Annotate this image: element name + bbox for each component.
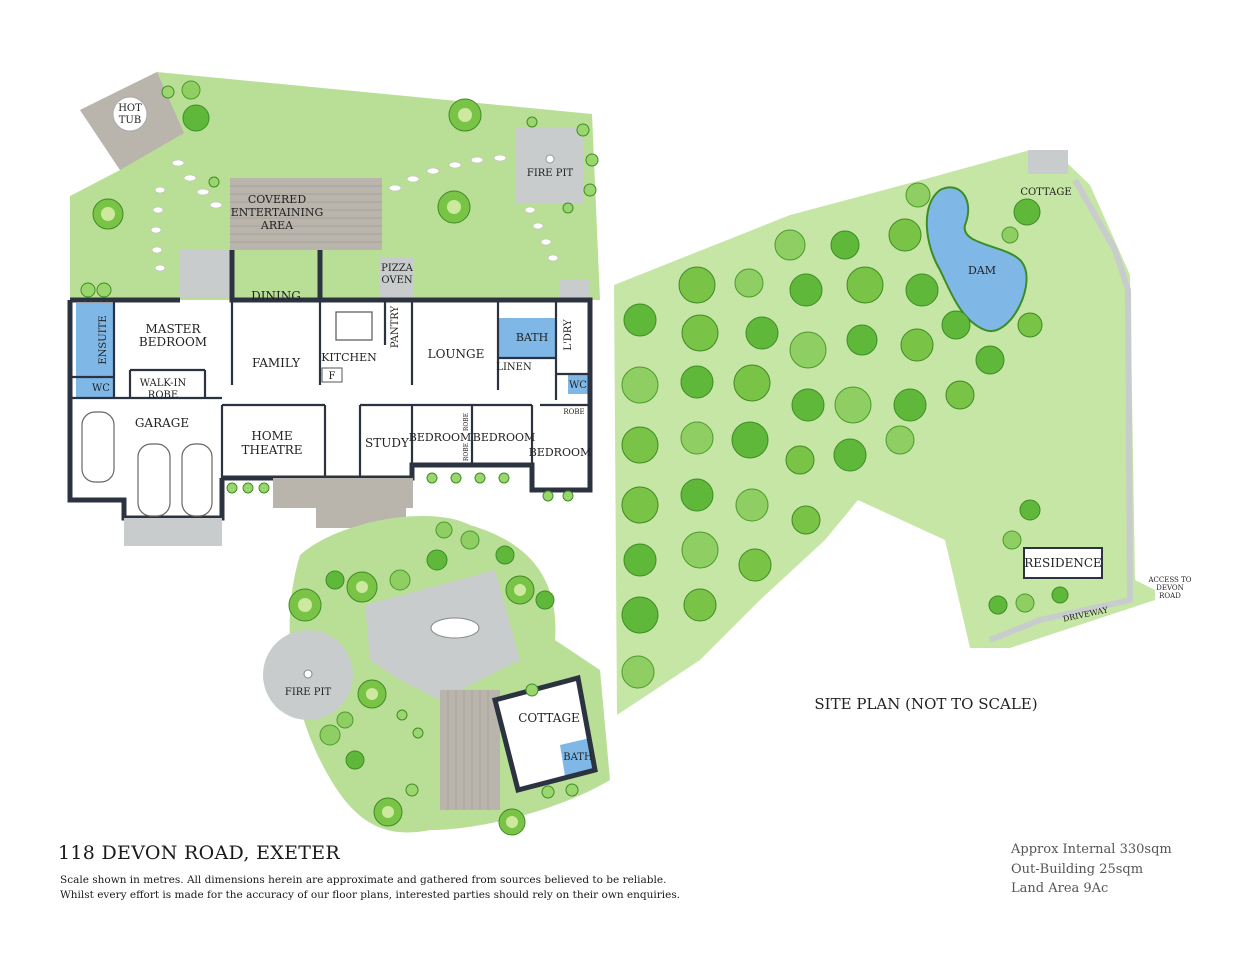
- wc-label: WC: [92, 383, 110, 394]
- interior-walls: [70, 300, 590, 478]
- fridge-space: [321, 367, 343, 383]
- wc2-floor: [568, 374, 590, 394]
- fire-pit-2-label: FIRE PIT: [285, 687, 332, 698]
- side-paving: [180, 250, 232, 298]
- residence-label: RESIDENCE: [1024, 556, 1102, 570]
- laundry-paving: [560, 280, 590, 300]
- fire-pit-pad: [516, 128, 584, 203]
- kitchen-island: [335, 311, 373, 341]
- access-label-3: ROAD: [1159, 592, 1181, 600]
- home-theatre-label-2: THEATRE: [241, 443, 302, 457]
- master-label-1: MASTER: [146, 322, 202, 336]
- hot-tub-label-1: HOT: [118, 103, 142, 114]
- ensuite-floor: [76, 303, 114, 377]
- fridge-label: F: [329, 371, 336, 382]
- covered-area-label-1: COVERED: [248, 193, 307, 206]
- access-label-2: DEVON: [1156, 584, 1184, 592]
- outbuilding-grounds: FIRE PIT COTTAGE BATH: [263, 516, 610, 836]
- deck-boards: [230, 185, 382, 243]
- cottage-label: COTTAGE: [518, 711, 580, 725]
- robe-label-3: ROBE: [463, 443, 470, 461]
- ensuite-label: ENSUITE: [98, 315, 109, 364]
- site-plan-title: SITE PLAN (NOT TO SCALE): [814, 695, 1037, 713]
- fire-pit-2-icon: [303, 669, 313, 679]
- hot-tub-label-2: TUB: [119, 115, 141, 126]
- covered-area-label-2: ENTERTAINING: [231, 206, 324, 219]
- kitchen-label: KITCHEN: [321, 351, 377, 364]
- garage-cars: [81, 411, 213, 517]
- disclaimer-line-1: Scale shown in metres. All dimensions he…: [60, 874, 667, 886]
- bedroom-1-label: BEDROOM: [409, 431, 472, 444]
- site-cottage-icon: [1028, 150, 1068, 174]
- pool: [430, 617, 480, 639]
- cottage-bath-label: BATH: [563, 752, 593, 763]
- site-plan: DAM COTTAGE RESIDENCE DRIVEWAY ACCESS TO…: [614, 150, 1192, 715]
- walkin-label-2: ROBE: [148, 390, 178, 401]
- bedroom-3-label: BEDROOM: [529, 446, 592, 459]
- study-label: STUDY: [365, 436, 410, 450]
- robe-label-2: ROBE: [463, 413, 470, 431]
- walkin-label-1: WALK-IN: [140, 378, 187, 389]
- home-theatre-label-1: HOME: [251, 429, 292, 443]
- disclaimer: Scale shown in metres. All dimensions he…: [60, 873, 680, 903]
- covered-entertaining-deck: [230, 178, 382, 250]
- family-label: FAMILY: [252, 356, 301, 370]
- fire-pit-icon: [545, 154, 555, 164]
- garage-label: GARAGE: [135, 416, 189, 430]
- lounge-label: LOUNGE: [428, 347, 485, 361]
- site-driveway: [988, 178, 1134, 643]
- fire-pit-label: FIRE PIT: [527, 168, 574, 179]
- outbuilding-plants: [288, 521, 579, 836]
- site-cottage-label: COTTAGE: [1020, 187, 1071, 198]
- dining-label: DINING: [251, 289, 301, 303]
- pizza-oven-label-1: PIZZA: [381, 263, 414, 274]
- main-house-grounds: HOT TUB FIRE PIT: [67, 72, 600, 546]
- linen-label: LINEN: [496, 362, 532, 373]
- laundry-label: L'DRY: [563, 319, 574, 351]
- bath-floor: [498, 318, 556, 358]
- dam-label: DAM: [968, 264, 996, 277]
- area-summary: Approx Internal 330sqm Out-Building 25sq…: [1011, 840, 1172, 899]
- land-area: Land Area 9Ac: [1011, 881, 1109, 896]
- master-label-2: BEDROOM: [139, 335, 207, 349]
- covered-area-label-3: AREA: [260, 219, 294, 232]
- internal-area: Approx Internal 330sqm: [1011, 842, 1172, 857]
- front-porch: [273, 478, 413, 508]
- pantry-label: PANTRY: [390, 305, 401, 348]
- wc-floor: [76, 377, 114, 397]
- stepping-stones: [150, 154, 559, 272]
- wc2-label: WC: [569, 380, 587, 391]
- robe-label-1: ROBE: [563, 408, 584, 416]
- access-label-1: ACCESS TO: [1148, 576, 1192, 584]
- bath-label: BATH: [516, 331, 548, 344]
- timber-walkway: [440, 690, 500, 810]
- outbuilding-area: Out-Building 25sqm: [1011, 861, 1144, 877]
- hot-tub: [112, 96, 148, 132]
- pizza-oven-label-2: OVEN: [381, 275, 413, 286]
- driveway-apron: [124, 518, 222, 546]
- residence-building: [1023, 547, 1103, 579]
- disclaimer-line-2: Whilst every effort is made for the accu…: [60, 889, 681, 901]
- main-garden-plants: [80, 80, 599, 298]
- pizza-oven-pad: [380, 258, 414, 300]
- front-shrubs: [226, 472, 574, 502]
- dam: [925, 186, 1028, 333]
- site-trees: [621, 182, 1069, 689]
- cottage-bath-floor: [560, 738, 595, 776]
- bedroom-2-label: BEDROOM: [473, 431, 536, 444]
- property-title: 118 DEVON ROAD, EXETER: [58, 842, 340, 864]
